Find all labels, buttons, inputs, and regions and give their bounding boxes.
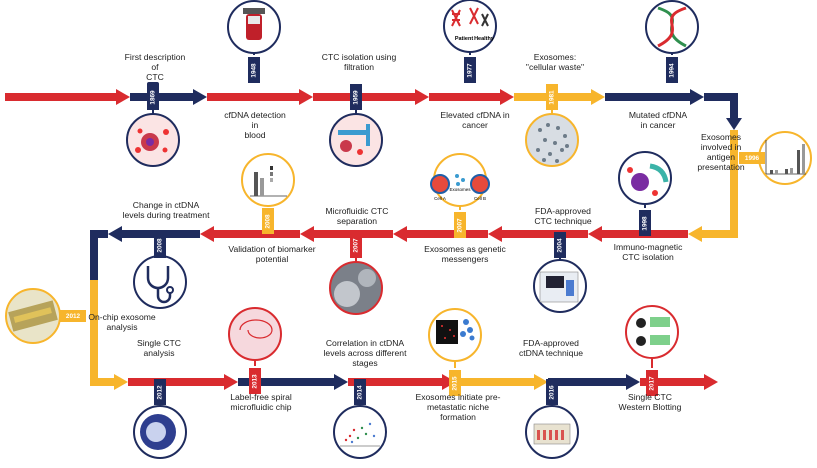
event-label: Exosomes involved in antigen presentatio… [697,132,745,172]
event-label: Elevated cfDNA in cancer [440,110,510,130]
event-1981-illustration [525,110,579,167]
year-text: 1959 [352,89,360,105]
event-label: Correlation in ctDNA levels across diffe… [323,338,407,368]
year-badge: 1959 [350,84,362,110]
year-text: 2012 [156,384,164,400]
event-label: Exosomes initiate pre- metastatic niche … [415,392,501,422]
year-badge: 1948 [248,57,260,83]
year-badge: 1994 [666,57,678,83]
event-2013-spiral-illustration [228,307,282,366]
year-text: 2008 [264,213,272,229]
year-text: 2008 [156,237,164,253]
event-label: Single CTC analysis [137,338,181,358]
event-2008-validation-illustration [241,153,295,207]
event-1948-illustration [227,0,281,55]
year-badge: 2015 [449,370,461,396]
year-badge: 2013 [249,368,261,394]
event-label: Immuno-magnetic CTC isolation [613,242,683,262]
year-badge: 2016 [546,379,558,405]
year-text: 1996 [744,154,760,162]
event-label: First description of CTC [124,52,186,82]
event-label: Microfluidic CTC separation [325,206,389,226]
year-text: 2007 [352,237,360,253]
event-2017-illustration [625,305,679,368]
year-text: 2016 [548,384,556,400]
event-1998-illustration [618,151,672,208]
year-badge: 1977 [464,57,476,83]
event-label: Label-free spiral microfluidic chip [230,392,292,412]
row3-track [90,280,718,390]
year-text: 1981 [548,89,556,105]
event-label: Mutated cfDNA in cancer [628,110,688,130]
year-badge: 2012 [154,379,166,405]
event-1994-illustration [645,0,699,55]
event-2007-microfluidic-illustration [329,255,383,315]
event-2008-stethoscope-illustration [133,250,187,309]
year-badge: 2012 [60,310,86,322]
year-badge: 2007 [454,212,466,238]
year-text: 2012 [65,312,81,320]
year-badge: 2008 [262,208,274,234]
year-badge: 1981 [546,84,558,110]
year-text: 1977 [466,62,474,78]
year-badge: 2014 [354,379,366,405]
year-text: 2015 [451,375,459,391]
event-2012-single-ctc-illustration [133,392,187,459]
year-badge: 2017 [646,370,658,396]
year-text: 1994 [668,62,676,78]
event-label: FDA-approved CTC technique [534,206,592,226]
year-badge: 2007 [350,232,362,258]
healthy-text: Healthy [474,36,495,42]
event-label: Validation of biomarker potential [228,244,316,264]
year-text: 2017 [648,375,656,391]
event-label: FDA-approved ctDNA technique [518,338,583,358]
event-label: Exosomes as genetic messengers [424,244,506,264]
event-2012-chip-illustration [5,288,76,344]
event-label: CTC isolation using filtration [321,52,397,72]
year-text: 2004 [556,237,564,253]
year-text: 1869 [149,89,157,105]
event-2007-exosome-illustration: Exosomes Cell A Cell B [430,153,490,210]
event-2015-illustration [428,308,482,368]
year-text: 2007 [456,217,464,233]
event-label: Single CTC Western Blotting [618,392,682,412]
event-1996-illustration [750,131,812,185]
event-label: Change in ctDNA levels during treatment [122,200,210,220]
year-badge: 1998 [639,210,651,236]
year-badge: 1869 [147,84,159,110]
year-badge: 2004 [554,232,566,258]
exosomes-text: Exosomes [449,187,471,192]
year-text: 2013 [251,373,259,389]
event-1977-illustration: Patient Healthy [443,0,497,55]
event-1959-illustration [329,110,383,167]
cell-a-text: Cell A [434,196,446,201]
year-text: 2014 [356,384,364,400]
event-label: On-chip exosome analysis [88,312,156,332]
patient-text: Patient [455,36,474,42]
year-badge: 1996 [739,152,765,164]
year-text: 1998 [641,215,649,231]
event-label: cfDNA detection in blood [224,110,286,140]
cell-b-text: Cell B [474,196,486,201]
year-badge: 2008 [154,232,166,258]
year-text: 1948 [250,62,258,78]
event-label: Exosomes: "cellular waste" [525,52,585,72]
event-2004-illustration [533,255,587,313]
